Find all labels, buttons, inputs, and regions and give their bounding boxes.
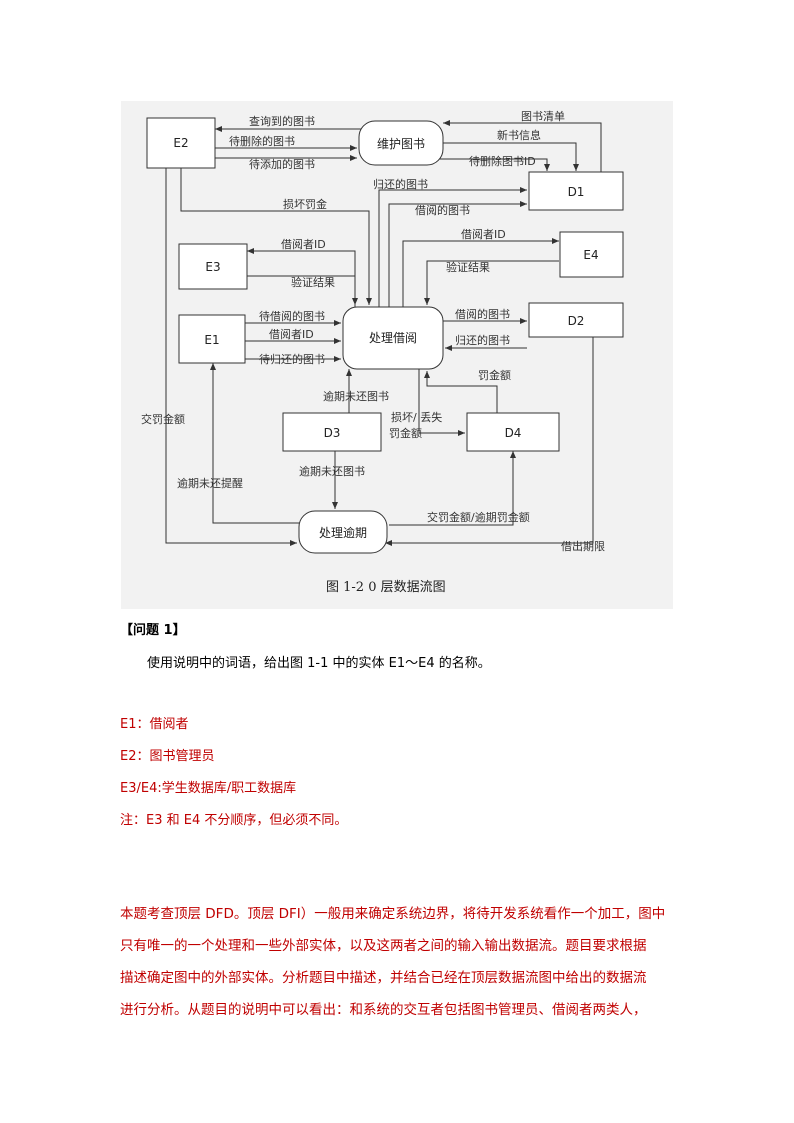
store-d2: D2 bbox=[528, 302, 624, 338]
flow-label: 归还的图书 bbox=[455, 333, 510, 347]
flow-label: 待借阅的图书 bbox=[259, 309, 325, 323]
process-borrow: 处理借阅 bbox=[342, 306, 444, 370]
flow-labels: 查询到的图书 待删除的图书 待添加的图书 图书清单 新书信息 待删除图书ID 归… bbox=[141, 110, 605, 553]
process-maintain-books: 维护图书 bbox=[358, 120, 444, 166]
entity-e3-label: E3 bbox=[205, 260, 220, 274]
flow-label: 查询到的图书 bbox=[249, 114, 315, 128]
store-d2-label: D2 bbox=[568, 314, 585, 328]
analysis-line: 只有唯一的一个处理和一些外部实体，以及这两者之间的输入输出数据流。题目要求根据 bbox=[120, 938, 647, 954]
answer-note: 注：E3 和 E4 不分顺序，但必须不同。 bbox=[120, 813, 348, 828]
flow-label: 待删除图书ID bbox=[469, 154, 536, 168]
process-borrow-label: 处理借阅 bbox=[369, 331, 417, 345]
figure-caption: 图 1-2 0 层数据流图 bbox=[326, 580, 446, 595]
flow-label: 新书信息 bbox=[497, 128, 541, 142]
flow-label: 借阅的图书 bbox=[415, 203, 470, 217]
entity-e2-label: E2 bbox=[173, 136, 188, 150]
flow-label: 借阅的图书 bbox=[455, 307, 510, 321]
entity-e4-label: E4 bbox=[583, 248, 598, 262]
flow-label: 交罚金额 bbox=[141, 412, 185, 426]
question-prompt: 使用说明中的词语，给出图 1-1 中的实体 E1～E4 的名称。 bbox=[147, 656, 491, 671]
analysis-paragraph: 本题考查顶层 DFD。顶层 DFI）一般用来确定系统边界，将待开发系统看作一个加… bbox=[120, 898, 680, 1026]
flow-label: 逾期未还图书 bbox=[299, 464, 365, 478]
flow-label: 待添加的图书 bbox=[249, 157, 315, 171]
flow-label: 待归还的图书 bbox=[259, 352, 325, 366]
store-d3: D3 bbox=[282, 412, 382, 452]
answer-line: E1：借阅者 bbox=[120, 717, 189, 732]
process-overdue-label: 处理逾期 bbox=[319, 525, 367, 540]
process-maintain-books-label: 维护图书 bbox=[377, 137, 425, 151]
flow-lines bbox=[165, 120, 602, 546]
flow-label: 借出期限 bbox=[561, 539, 605, 553]
flow-label: 损坏/ 丢失 bbox=[391, 410, 442, 424]
dfd-figure: E2 维护图书 D1 E3 E4 E1 处理借阅 D2 D3 D4 处理逾期 bbox=[121, 101, 673, 609]
analysis-line: 描述确定图中的外部实体。分析题目中描述，并结合已经在顶层数据流图中给出的数据流 bbox=[120, 970, 647, 986]
analysis-line: 本题考查顶层 DFD。顶层 DFI）一般用来确定系统边界，将待开发系统看作一个加… bbox=[120, 906, 666, 922]
entity-e4: E4 bbox=[559, 231, 624, 278]
flow-label: 损坏罚金 bbox=[283, 197, 327, 211]
process-overdue: 处理逾期 bbox=[298, 510, 388, 554]
question-heading: 【问题 1】 bbox=[120, 623, 186, 638]
flow-label: 借阅者ID bbox=[281, 238, 326, 251]
flow-label: 借阅者ID bbox=[461, 228, 506, 241]
store-d3-label: D3 bbox=[324, 426, 341, 440]
flow-label: 验证结果 bbox=[291, 275, 335, 289]
entity-e2: E2 bbox=[146, 117, 216, 169]
flow-label: 罚金额 bbox=[478, 368, 511, 382]
flow-label: 验证结果 bbox=[446, 260, 490, 274]
answer-line: E2：图书管理员 bbox=[120, 749, 215, 764]
flow-label: 归还的图书 bbox=[373, 177, 428, 191]
store-d4-label: D4 bbox=[505, 426, 522, 440]
flow-label: 逾期未还提醒 bbox=[177, 476, 243, 490]
flow-label: 图书清单 bbox=[521, 110, 565, 123]
entity-e1: E1 bbox=[178, 314, 246, 364]
flow-label: 罚金额 bbox=[389, 426, 422, 440]
entity-e1-label: E1 bbox=[204, 333, 219, 347]
flow-label: 逾期未还图书 bbox=[323, 389, 389, 403]
flow-label: 交罚金额/逾期罚金额 bbox=[427, 510, 530, 524]
store-d4: D4 bbox=[466, 412, 560, 452]
entity-e3: E3 bbox=[178, 243, 248, 290]
analysis-line: 进行分析。从题目的说明中可以看出：和系统的交互者包括图书管理员、借阅者两类人， bbox=[120, 1002, 647, 1018]
flow-label: 借阅者ID bbox=[269, 328, 314, 341]
store-d1: D1 bbox=[528, 171, 624, 211]
dfd-diagram: E2 维护图书 D1 E3 E4 E1 处理借阅 D2 D3 D4 处理逾期 bbox=[141, 110, 624, 595]
store-d1-label: D1 bbox=[568, 185, 585, 199]
answer-line: E3/E4:学生数据库/职工数据库 bbox=[120, 781, 297, 796]
flow-label: 待删除的图书 bbox=[229, 134, 295, 148]
